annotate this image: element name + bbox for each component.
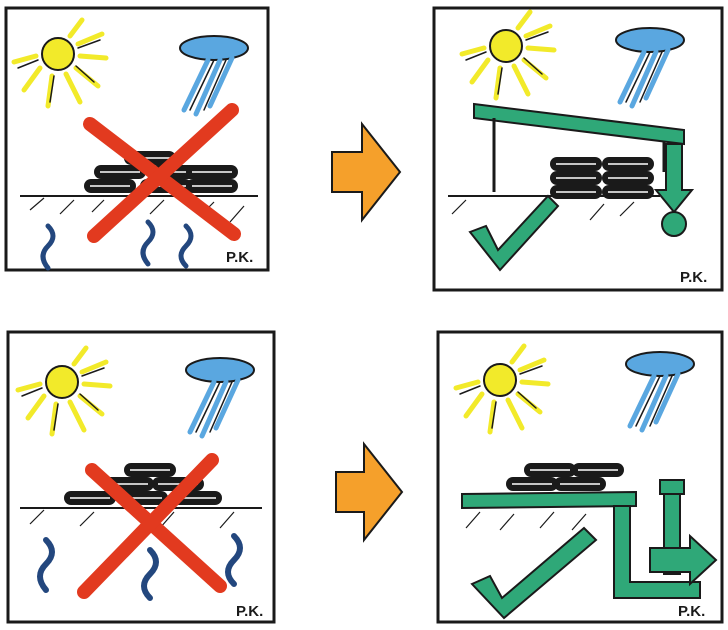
slab — [462, 492, 636, 508]
panel-top-right: P.K. — [434, 8, 722, 290]
tire-stack — [506, 463, 624, 491]
sun-icon — [18, 348, 110, 434]
signature: P.K. — [678, 603, 705, 620]
check-icon — [472, 528, 596, 618]
panel-top-left: P.K. — [6, 8, 268, 270]
seepage-arrows-icon — [40, 536, 240, 598]
sun-icon — [14, 20, 106, 106]
transition-arrow-icon — [336, 444, 402, 540]
seepage-arrows-icon — [43, 222, 191, 268]
downpipe — [656, 144, 692, 236]
panel-bottom-right: P.K. — [438, 332, 722, 622]
rain-cloud-icon — [180, 36, 248, 114]
rain-cloud-icon — [186, 358, 254, 436]
tire-stack — [550, 157, 654, 199]
signature: P.K. — [680, 269, 707, 286]
signature: P.K. — [226, 249, 253, 266]
transition-arrow-icon — [332, 124, 400, 220]
sun-icon — [456, 346, 548, 432]
panel-bottom-left: P.K. — [8, 332, 274, 622]
sun-icon — [462, 12, 554, 98]
outflow-arrow-icon — [650, 536, 716, 584]
check-icon — [470, 196, 558, 270]
rain-cloud-icon — [616, 28, 684, 106]
rain-cloud-icon — [626, 352, 694, 430]
ground — [466, 512, 586, 530]
signature: P.K. — [236, 603, 263, 620]
